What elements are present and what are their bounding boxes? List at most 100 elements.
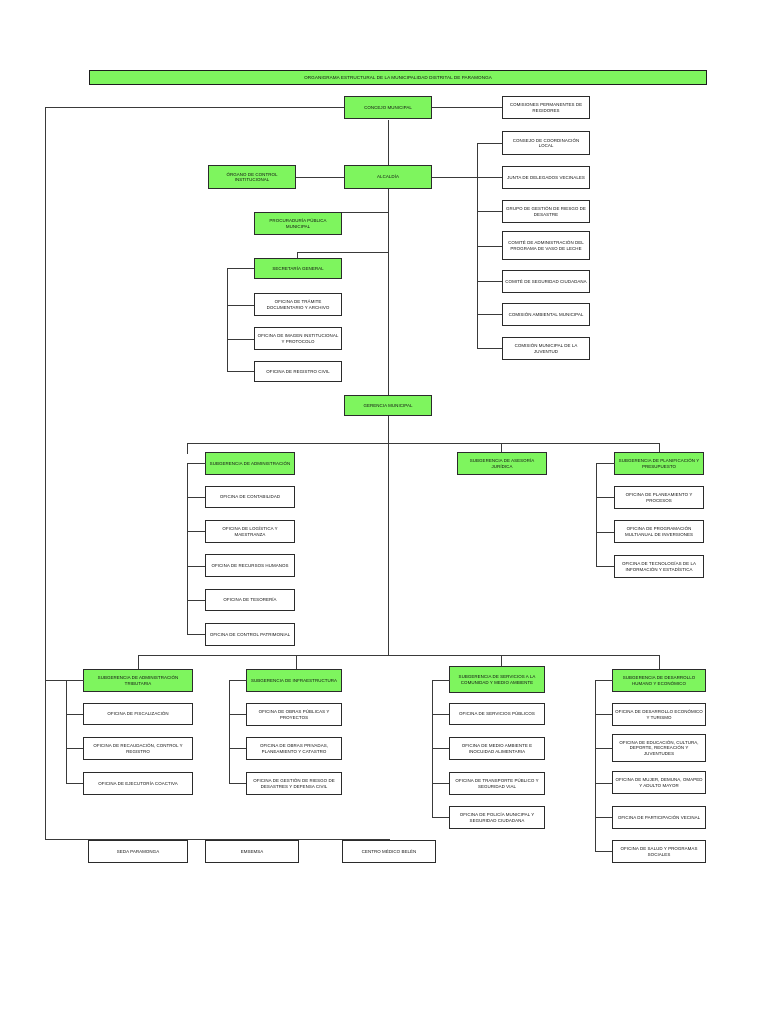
line-consultative-6 [477,314,502,316]
node-oficina-obras-publicas-proyectos[interactable]: OFICINA DE OBRAS PÚBLICAS Y PROYECTOS [246,703,342,726]
node-label: OFICINA DE CONTROL PATRIMONIAL [209,631,291,637]
node-oficina-fiscalizacion[interactable]: OFICINA DE FISCALIZACIÓN [83,703,193,725]
line-planificacion-office-0 [596,463,615,465]
line-left-vertical-bus [45,107,47,840]
node-label: CONCEJO MUNICIPAL [364,104,412,110]
line-tier2-drop-infraestructura [296,655,298,669]
node-consejo-coordinacion-local[interactable]: CONSEJO DE COORDINACIÓN LOCAL [502,131,590,155]
line-administracion-office-3 [187,566,206,568]
node-label: SUBGERENCIA DE SERVICIOS A LA COMUNIDAD … [458,674,536,685]
node-emsemsa[interactable]: EMSEMSA [205,840,299,863]
node-oficina-control-patrimonial[interactable]: OFICINA DE CONTROL PATRIMONIAL [205,623,295,646]
node-oficina-ejecutoria-coactiva[interactable]: OFICINA DE EJECUTORÍA COACTIVA [83,772,193,795]
node-subgerencia-administracion-tributaria[interactable]: SUBGERENCIA DE ADMINISTRACIÓN TRIBUTARIA [83,669,193,692]
node-label: OFICINA DE RECURSOS HUMANOS [211,562,289,568]
node-comisiones-permanentes[interactable]: COMISIONES PERMANENTES DE REGIDORES [502,96,590,119]
node-subgerencia-infraestructura[interactable]: SUBGERENCIA DE INFRAESTRUCTURA [246,669,342,692]
node-comite-vaso-de-leche[interactable]: COMITÉ DE ADMINISTRACIÓN DEL PROGRAMA DE… [502,231,590,260]
node-label: COMITÉ DE SEGURIDAD CIUDADANA [505,278,587,284]
node-label: OFICINA DE CONTABILIDAD [219,494,281,500]
line-infraestructura-office-1 [229,714,247,716]
node-oficina-policia-municipal-seguridad[interactable]: OFICINA DE POLICÍA MUNICIPAL Y SEGURIDAD… [449,806,545,829]
node-grupo-gestion-riesgo-desastre[interactable]: GRUPO DE GESTIÓN DE RIESGO DE DESASTRE [502,200,590,223]
line-concejo-to-left-bus [45,107,344,109]
node-oficina-transporte-seguridad-vial[interactable]: OFICINA DE TRANSPORTE PÚBLICO Y SEGURIDA… [449,772,545,795]
line-planificacion-office-3 [596,566,615,568]
node-oficina-tramite-documentario[interactable]: OFICINA DE TRÁMITE DOCUMENTARIO Y ARCHIV… [254,293,342,316]
line-consultative-2 [477,177,502,179]
node-oficina-desarrollo-economico-turismo[interactable]: OFICINA DE DESARROLLO ECONÓMICO Y TURISM… [612,703,706,726]
node-label: OFICINA DE TRANSPORTE PÚBLICO Y SEGURIDA… [455,778,539,789]
node-organo-control-institucional[interactable]: ÓRGANO DE CONTROL INSTITUCIONAL [208,165,296,189]
node-comite-seguridad-ciudadana[interactable]: COMITÉ DE SEGURIDAD CIUDADANA [502,270,590,293]
node-subgerencia-asesoria-juridica[interactable]: SUBGERENCIA DE ASESORÍA JURÍDICA [457,452,547,475]
node-oficina-mujer-demuna-omaped[interactable]: OFICINA DE MUJER, DEMUNA, OMAPED Y ADULT… [612,771,706,794]
chart-title: ORGANIGRAMA ESTRUCTURAL DE LA MUNICIPALI… [304,74,492,80]
line-tributaria-office-0 [45,680,84,682]
node-label: OFICINA DE LOGÍSTICA Y MAESTRANZA [222,526,278,537]
node-label: OFICINA DE IMAGEN INSTITUCIONAL Y PROTOC… [257,333,339,344]
node-label: OFICINA DE PROGRAMACIÓN MULTIANUAL DE IN… [624,526,694,537]
node-gerencia-municipal[interactable]: GERENCIA MUNICIPAL [344,395,432,416]
node-oficina-obras-privadas-catastro[interactable]: OFICINA DE OBRAS PRIVADAS, PLANEAMIENTO … [246,737,342,760]
node-oficina-planeamiento-procesos[interactable]: OFICINA DE PLANEAMIENTO Y PROCESOS [614,486,704,509]
node-label: PROCURADURÍA PÚBLICA MUNICIPAL [269,218,327,229]
node-label: SUBGERENCIA DE INFRAESTRUCTURA [250,677,338,683]
line-planificacion-office-2 [596,532,615,534]
line-tier2-drop-servicios [501,655,503,669]
node-label: SUBGERENCIA DE ADMINISTRACIÓN [209,460,291,466]
node-oficina-imagen-institucional[interactable]: OFICINA DE IMAGEN INSTITUCIONAL Y PROTOC… [254,327,342,350]
node-junta-delegados-vecinales[interactable]: JUNTA DE DELEGADOS VECINALES [502,166,590,189]
node-procuraduria-publica[interactable]: PROCURADURÍA PÚBLICA MUNICIPAL [254,212,342,235]
line-consultative-vertical-bus [477,143,479,348]
node-comision-ambiental-municipal[interactable]: COMISIÓN AMBIENTAL MUNICIPAL [502,303,590,326]
node-comision-municipal-juventud[interactable]: COMISIÓN MUNICIPAL DE LA JUVENTUD [502,337,590,360]
node-oficina-tesoreria[interactable]: OFICINA DE TESORERÍA [205,589,295,611]
node-label: OFICINA DE FISCALIZACIÓN [107,711,169,717]
node-label: SECRETARÍA GENERAL [272,265,324,271]
node-oficina-logistica-maestranza[interactable]: OFICINA DE LOGÍSTICA Y MAESTRANZA [205,520,295,543]
line-alcaldia-spine [388,189,390,399]
node-oficina-contabilidad[interactable]: OFICINA DE CONTABILIDAD [205,486,295,508]
node-oficina-recursos-humanos[interactable]: OFICINA DE RECURSOS HUMANOS [205,554,295,577]
line-desarrollo-office-2 [595,748,613,750]
node-oficina-programacion-multianual[interactable]: OFICINA DE PROGRAMACIÓN MULTIANUAL DE IN… [614,520,704,543]
node-secretaria-general[interactable]: SECRETARÍA GENERAL [254,258,342,279]
node-label: OFICINA DE DESARROLLO ECONÓMICO Y TURISM… [615,709,703,720]
node-concejo-municipal[interactable]: CONCEJO MUNICIPAL [344,96,432,119]
node-oficina-recaudacion-control-registro[interactable]: OFICINA DE RECAUDACIÓN, CONTROL Y REGIST… [83,737,193,760]
node-label: OFICINA DE EDUCACIÓN, CULTURA, DEPORTE, … [619,740,699,756]
node-subgerencia-planificacion[interactable]: SUBGERENCIA DE PLANIFICACIÓN Y PRESUPUES… [614,452,704,475]
node-oficina-educacion-cultura-deporte[interactable]: OFICINA DE EDUCACIÓN, CULTURA, DEPORTE, … [612,734,706,762]
line-secretaria-rail [227,268,229,372]
line-gerencia-spine [388,416,390,655]
node-label: GRUPO DE GESTIÓN DE RIESGO DE DESASTRE [506,206,586,217]
node-oficina-gestion-riesgo-defensa-civil[interactable]: OFICINA DE GESTIÓN DE RIESGO DE DESASTRE… [246,772,342,795]
line-concejo-comisiones [432,107,502,109]
node-label: JUNTA DE DELEGADOS VECINALES [507,174,585,180]
line-organo-alcaldia [296,177,344,179]
node-label: OFICINA DE MEDIO AMBIENTE E INOCUIDAD AL… [461,743,533,754]
node-oficina-salud-programas-sociales[interactable]: OFICINA DE SALUD Y PROGRAMAS SOCIALES [612,840,706,863]
node-label: OFICINA DE REGISTRO CIVIL [266,368,330,374]
line-tributaria-office-3 [66,783,84,785]
node-alcaldia[interactable]: ALCALDÍA [344,165,432,189]
line-infraestructura-rail [229,680,231,784]
node-subgerencia-administracion[interactable]: SUBGERENCIA DE ADMINISTRACIÓN [205,452,295,475]
node-subgerencia-desarrollo-humano[interactable]: SUBGERENCIA DE DESARROLLO HUMANO Y ECONÓ… [612,669,706,692]
node-centro-medico-belen[interactable]: CENTRO MÉDICO BELÉN [342,840,436,863]
node-oficina-servicios-publicos[interactable]: OFICINA DE SERVICIOS PÚBLICOS [449,703,545,725]
line-tier1-drop-planificacion [659,443,661,454]
node-oficina-tecnologias-informacion[interactable]: OFICINA DE TECNOLOGÍAS DE LA INFORMACIÓN… [614,555,704,578]
node-label: OFICINA DE PLANEAMIENTO Y PROCESOS [625,492,693,503]
line-desarrollo-office-5 [595,851,613,853]
node-label: COMISIÓN AMBIENTAL MUNICIPAL [508,311,584,317]
node-label: ALCALDÍA [377,174,399,180]
node-oficina-participacion-vecinal[interactable]: OFICINA DE PARTICIPACIÓN VECINAL [612,806,706,829]
node-subgerencia-servicios-comunidad[interactable]: SUBGERENCIA DE SERVICIOS A LA COMUNIDAD … [449,666,545,693]
line-consultative-1 [477,143,502,145]
node-oficina-registro-civil[interactable]: OFICINA DE REGISTRO CIVIL [254,361,342,382]
node-seda-paramonga[interactable]: SEDA PARAMONGA [88,840,188,863]
node-oficina-medio-ambiente-inocuidad[interactable]: OFICINA DE MEDIO AMBIENTE E INOCUIDAD AL… [449,737,545,760]
line-secretaria-office-3 [227,371,254,373]
